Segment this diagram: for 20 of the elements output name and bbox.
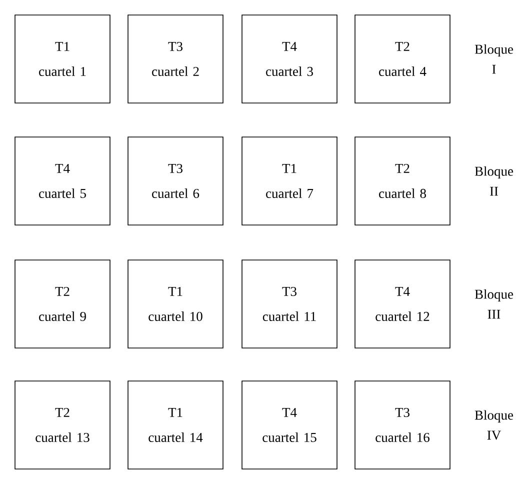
- block-label: Bloque III: [474, 289, 514, 319]
- block-label: Bloque IV: [474, 410, 514, 440]
- plot-box: T1 cuartel 1: [14, 14, 110, 104]
- block-label: Bloque I: [474, 44, 514, 74]
- plot-box: T2 cuartel 9: [14, 260, 110, 348]
- plot-box: T1 cuartel 7: [242, 136, 338, 226]
- plot-box: T2 cuartel 13: [14, 380, 110, 470]
- plot-box: T1 cuartel 14: [128, 380, 224, 470]
- plot-box: T4 cuartel 15: [242, 380, 338, 470]
- plot-box: T4 cuartel 5: [14, 136, 110, 226]
- block-label: Bloque II: [474, 166, 514, 196]
- plot-box: T4 cuartel 12: [354, 260, 450, 348]
- plot-box: T3 cuartel 2: [128, 14, 224, 104]
- plot-box: T1 cuartel 10: [128, 260, 224, 348]
- plot-box: T2 cuartel 4: [354, 14, 450, 104]
- plot-box: T3 cuartel 11: [242, 260, 338, 348]
- plot-box: T3 cuartel 16: [354, 380, 450, 470]
- plot-box: T2 cuartel 8: [354, 136, 450, 226]
- plot-box: T4 cuartel 3: [242, 14, 338, 104]
- plot-box: T3 cuartel 6: [128, 136, 224, 226]
